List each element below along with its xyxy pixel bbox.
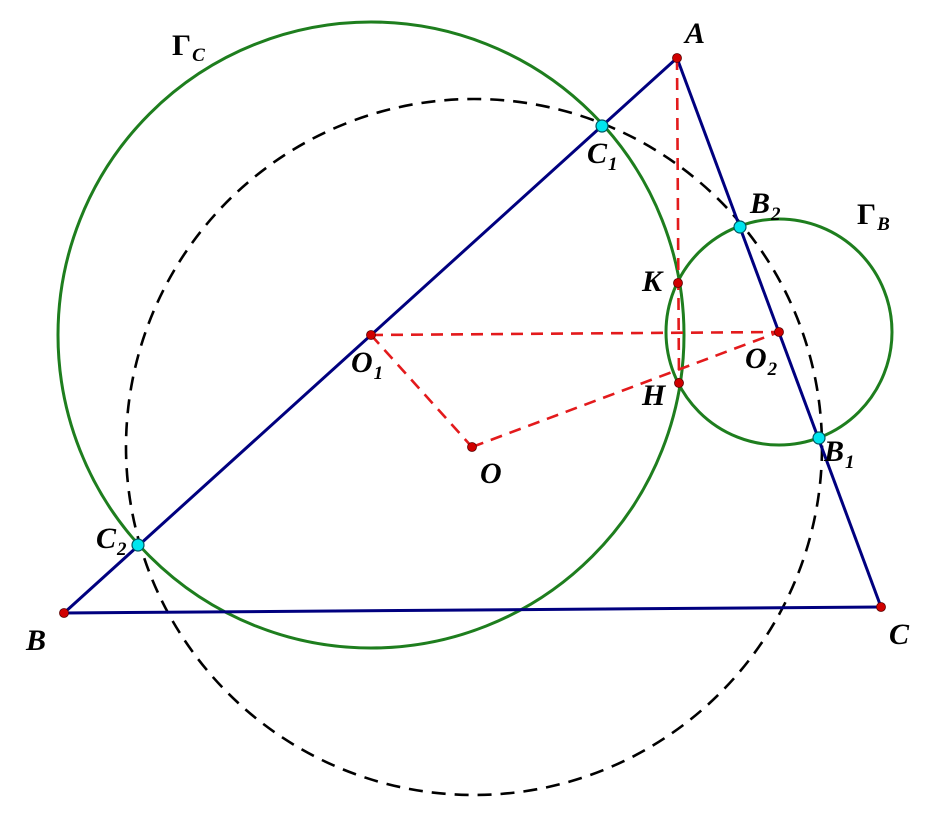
label-b1: B1 (823, 435, 855, 473)
point-c1 (595, 119, 609, 133)
point-o1 (366, 330, 376, 340)
point-a (672, 53, 682, 63)
label-o1: O1 (351, 346, 383, 384)
label-gamma-c: ΓC (172, 29, 205, 66)
label-c2: C2 (96, 522, 127, 560)
point-b (59, 608, 69, 618)
label-c: C (889, 618, 910, 651)
label-gamma-c-main: Γ (172, 29, 191, 62)
point-k (673, 278, 683, 288)
segment-o1-o2 (370, 330, 780, 337)
point-c2 (131, 538, 145, 552)
label-gamma-b-main: Γ (857, 198, 876, 231)
label-b2-main: B (749, 187, 770, 220)
label-o2-sub: 2 (767, 359, 778, 380)
circle-gamma-b (664, 217, 894, 447)
point-o2 (774, 327, 784, 337)
label-o: O (480, 457, 502, 490)
label-o2: O2 (745, 342, 778, 380)
label-c2-sub: 2 (116, 539, 127, 560)
label-c2-main: C (96, 522, 117, 555)
label-b2: B2 (749, 187, 781, 225)
label-o1-main: O (351, 346, 373, 379)
point-o (467, 442, 477, 452)
cyan-points (131, 119, 826, 552)
label-o1-sub: 1 (374, 363, 384, 384)
label-k: K (641, 265, 664, 298)
label-c1-main: C (587, 137, 608, 170)
segment-a-h (675, 57, 681, 384)
label-b1-main: B (823, 435, 844, 468)
label-gamma-c-sub: C (192, 45, 205, 66)
label-a: A (683, 17, 705, 50)
label-o2-main: O (745, 342, 767, 375)
label-h: H (641, 379, 667, 412)
label-c1-sub: 1 (608, 154, 618, 175)
point-b1 (812, 431, 826, 445)
point-b2 (733, 220, 747, 234)
segment-o-o2 (471, 330, 780, 449)
segment-o1-o (370, 334, 473, 448)
label-b: B (25, 624, 46, 657)
red-points (59, 53, 886, 618)
red-dashed-segments (370, 57, 780, 449)
circle-gamma-c (56, 20, 686, 650)
point-h (674, 378, 684, 388)
label-b1-sub: 1 (845, 452, 855, 473)
label-b2-sub: 2 (770, 204, 781, 225)
label-gamma-b: ΓB (857, 198, 890, 235)
label-c1: C1 (587, 137, 618, 175)
label-gamma-b-sub: B (876, 214, 890, 235)
point-c (876, 602, 886, 612)
side-bc (63, 605, 882, 615)
